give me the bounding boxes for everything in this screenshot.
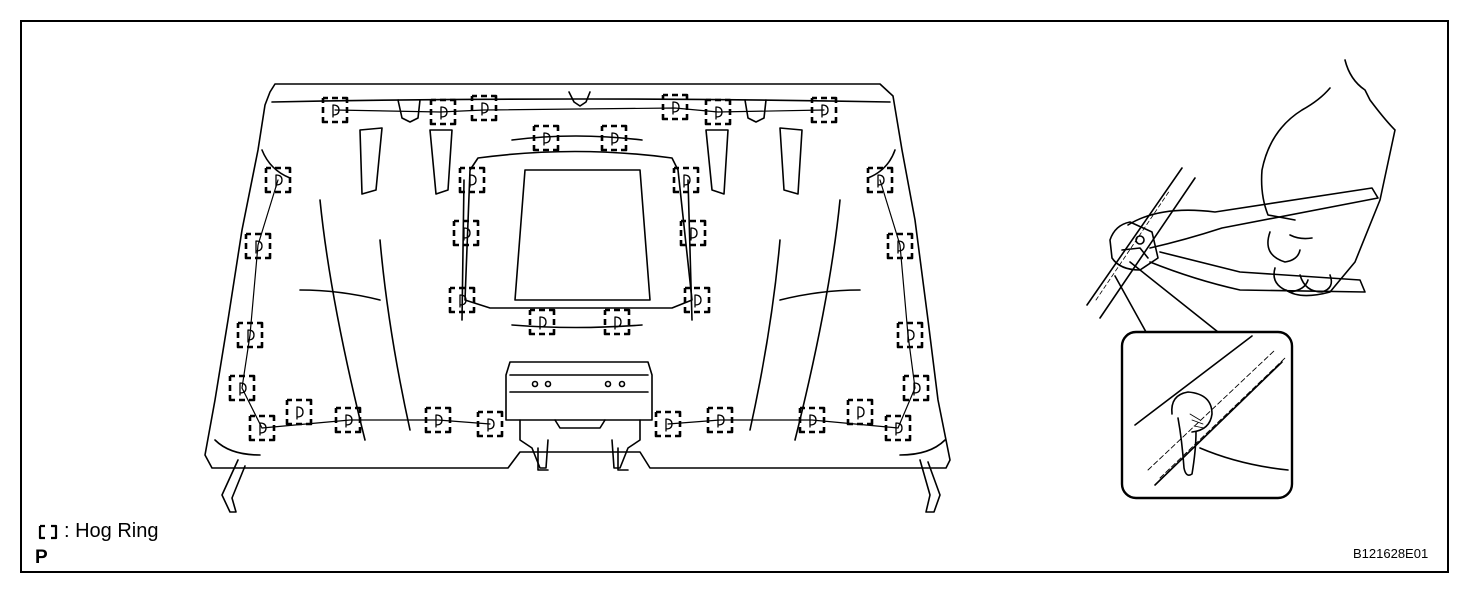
seatback-outline <box>204 83 951 469</box>
hog-ring-symbol-spacer <box>38 526 58 538</box>
frame-legs <box>221 447 941 513</box>
diagram-frame <box>20 20 1449 573</box>
legend: : Hog Ring <box>38 520 159 543</box>
hog-ring-seams <box>241 107 916 429</box>
hog-ring-symbol <box>38 524 58 540</box>
reference-code: B121628E01 <box>1353 546 1429 561</box>
hand-with-pliers <box>1086 59 1396 319</box>
center-opening <box>461 135 693 329</box>
corner-mark: P <box>35 547 48 568</box>
bottom-bracket <box>505 361 653 469</box>
hog-ring-markers <box>228 93 930 442</box>
legend-label: : Hog Ring <box>64 520 159 542</box>
detail-callout <box>1114 261 1294 500</box>
